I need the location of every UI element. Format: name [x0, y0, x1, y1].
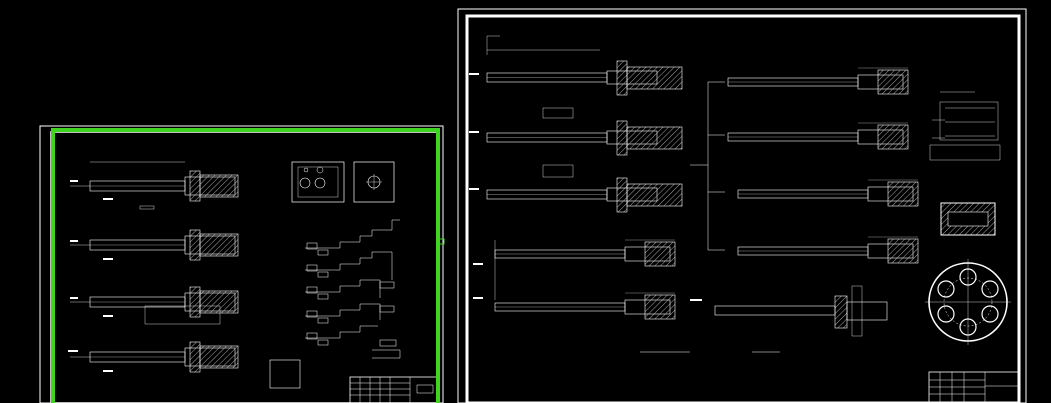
right-part-col2-row5	[690, 285, 888, 353]
right-part-col2-row2	[727, 122, 909, 150]
square-grip-icon[interactable]	[438, 238, 445, 245]
right-circular-plate	[925, 259, 1011, 345]
right-part-col1-row4	[473, 239, 676, 300]
right-title-block	[928, 371, 1020, 403]
left-part-row-2	[69, 229, 239, 261]
right-part-col2-row1	[727, 67, 909, 95]
right-hatched-cylinder	[940, 202, 996, 236]
left-part-row-4	[68, 341, 239, 373]
right-part-col1-row2	[469, 107, 683, 156]
right-drawing-sheet[interactable]	[457, 8, 1027, 403]
left-drawing-sheet[interactable]	[39, 125, 445, 403]
right-detail-dimension	[929, 91, 1001, 161]
right-part-col1-row3	[469, 164, 683, 213]
left-title-block	[349, 376, 440, 403]
right-part-col2-row4	[737, 236, 919, 264]
left-part-row-3	[69, 286, 239, 325]
selection-highlight	[51, 128, 440, 403]
right-part-col2-row3	[737, 179, 919, 207]
right-part-col1-row5	[473, 292, 676, 320]
left-part-row-1	[69, 161, 239, 210]
left-step-diagram	[305, 219, 401, 359]
right-part-col1-row1	[469, 60, 683, 96]
right-branch-connector	[690, 81, 725, 251]
left-small-square	[269, 359, 301, 389]
left-block-view	[291, 161, 395, 203]
